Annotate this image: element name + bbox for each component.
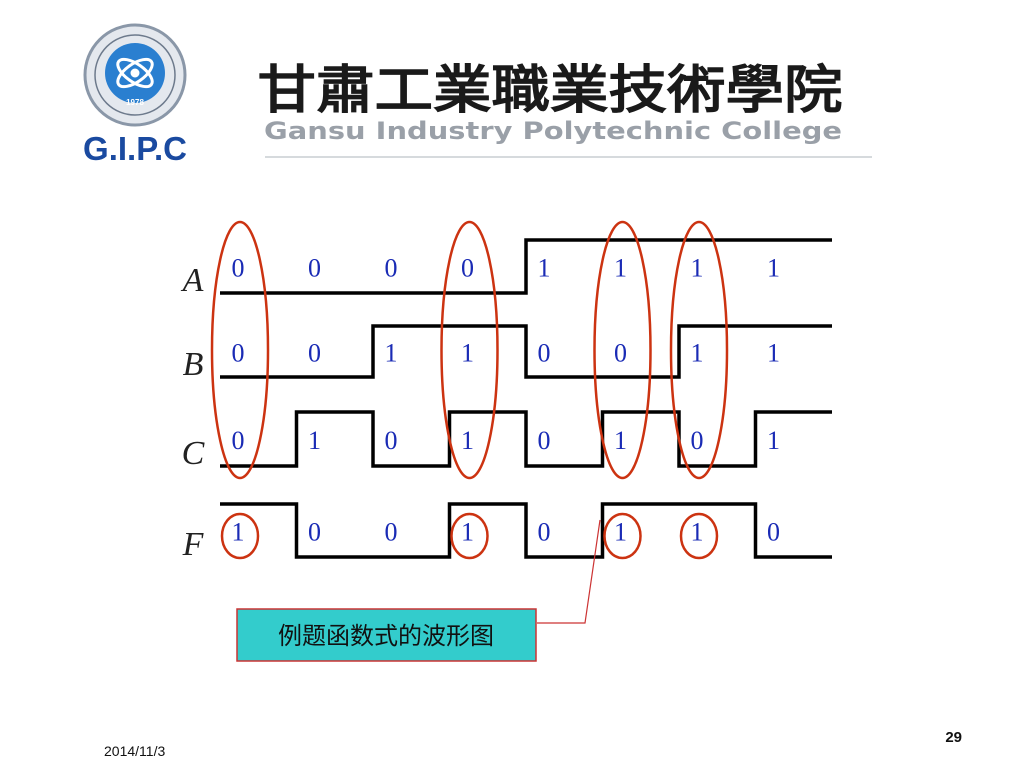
bit-value-b-2: 1	[385, 339, 398, 368]
caption-label: 例题函数式的波形图	[278, 622, 494, 650]
bit-value-f-6: 1	[691, 518, 704, 547]
waveforms	[220, 238, 832, 559]
bit-value-c-4: 0	[538, 426, 551, 455]
logo-emblem-ring	[94, 34, 176, 116]
bit-value-b-4: 0	[538, 339, 551, 368]
bit-value-f-5: 1	[614, 518, 627, 547]
bit-value-c-2: 0	[385, 426, 398, 455]
atom-icon	[116, 57, 154, 89]
highlight-ellipse-f-6	[679, 512, 719, 560]
school-logo: 1978 G.I.P.C	[83, 23, 187, 167]
bit-value-f-1: 0	[308, 518, 321, 547]
bit-value-c-3: 1	[461, 426, 474, 455]
bit-value-b-5: 0	[614, 339, 627, 368]
bit-value-a-7: 1	[767, 254, 780, 283]
waveform-diagram: A B C F 0 0 0 0 1 1 1 1 0 0 1 1 0 0 1 1 0 1 0 1 0 1 0 1 1 0 0 1 0 1 1 0	[181, 220, 832, 563]
signal-labels: A B C F	[181, 262, 205, 563]
signal-label-c: C	[182, 435, 205, 472]
bit-value-f-4: 0	[538, 518, 551, 547]
highlight-ellipse-f-0	[220, 512, 260, 560]
signal-label-b: B	[183, 346, 204, 383]
bit-value-c-6: 0	[691, 426, 704, 455]
bit-value-b-0: 0	[232, 339, 245, 368]
page-number: 29	[945, 729, 962, 746]
bit-value-f-2: 0	[385, 518, 398, 547]
highlight-ellipse-abc-3	[440, 220, 499, 480]
bit-value-c-0: 0	[232, 426, 245, 455]
bit-value-a-4: 1	[538, 254, 551, 283]
bit-value-a-6: 1	[691, 254, 704, 283]
signal-label-a: A	[181, 262, 204, 299]
logo-year: 1978	[126, 98, 144, 107]
waveform-f	[220, 502, 832, 559]
bit-value-a-5: 1	[614, 254, 627, 283]
highlight-ellipses	[210, 220, 729, 560]
bit-value-f-0: 1	[232, 518, 245, 547]
bit-value-c-1: 1	[308, 426, 321, 455]
caption-box	[236, 608, 537, 662]
highlight-ellipse-abc-6	[669, 220, 729, 480]
bit-values: 0 0 0 0 1 1 1 1 0 0 1 1 0 0 1 1 0 1 0 1 0 1 0 1 1 0 0 1 0 1 1 0	[232, 254, 781, 547]
logo-abbreviation: G.I.P.C	[83, 130, 187, 167]
school-name-chinese: 甘肅工業職業技術學院	[258, 60, 843, 121]
signal-label-f: F	[182, 526, 205, 563]
waveform-c	[220, 410, 832, 468]
highlight-ellipse-f-3	[450, 512, 489, 560]
bit-value-f-3: 1	[461, 518, 474, 547]
highlight-ellipse-f-5	[603, 512, 642, 560]
bit-value-f-7: 0	[767, 518, 780, 547]
highlight-ellipse-abc-5	[593, 220, 652, 480]
highlight-ellipse-abc-0	[210, 220, 270, 480]
waveform-b	[220, 324, 832, 379]
bit-value-a-2: 0	[385, 254, 398, 283]
waveform-a	[220, 238, 832, 295]
school-name-english: Gansu Industry Polytechnic College	[264, 117, 842, 145]
footer-date: 2014/11/3	[104, 743, 165, 759]
bit-value-b-1: 0	[308, 339, 321, 368]
bit-value-b-7: 1	[767, 339, 780, 368]
bit-value-c-5: 1	[614, 426, 627, 455]
caption-leader-line	[537, 519, 601, 624]
bit-value-a-0: 0	[232, 254, 245, 283]
bit-value-a-1: 0	[308, 254, 321, 283]
bit-value-b-3: 1	[461, 339, 474, 368]
bit-value-c-7: 1	[767, 426, 780, 455]
bit-value-a-3: 0	[461, 254, 474, 283]
bit-value-b-6: 1	[691, 339, 704, 368]
